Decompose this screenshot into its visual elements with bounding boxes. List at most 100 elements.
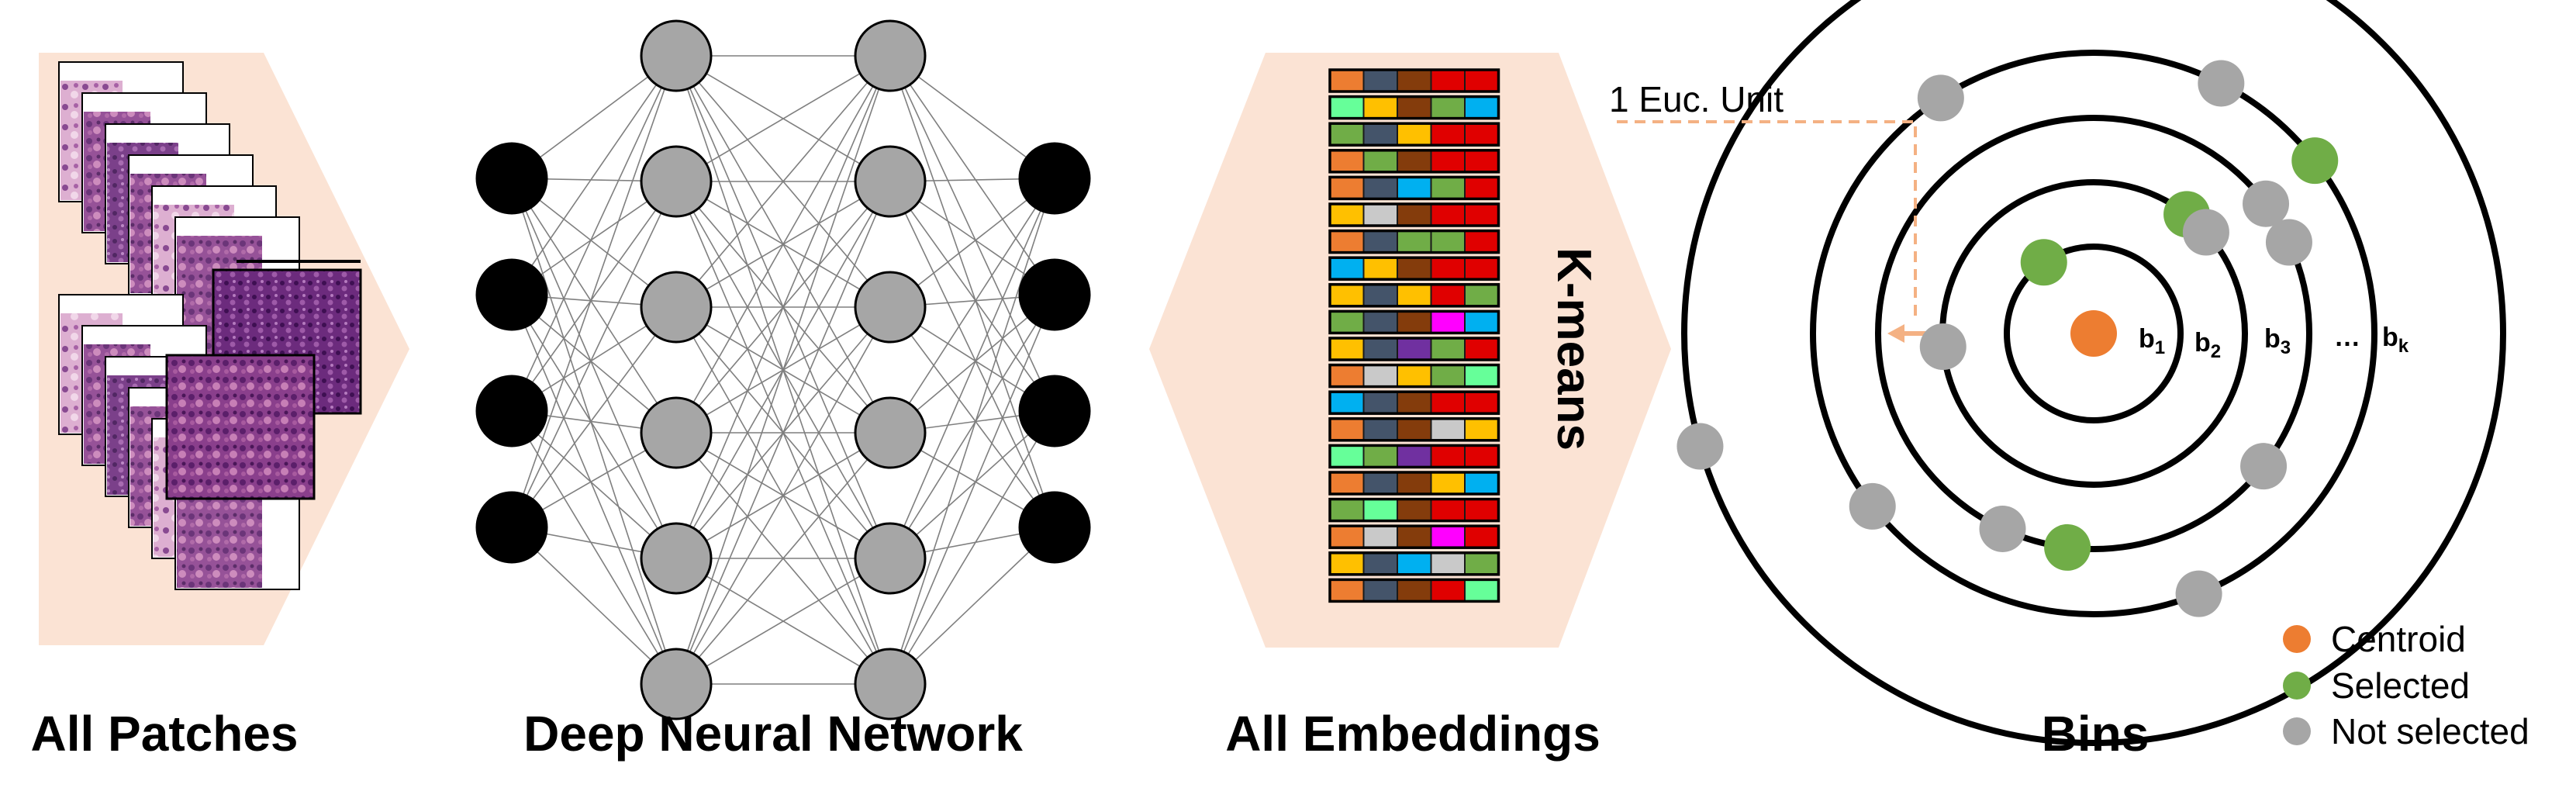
network-node	[854, 271, 927, 344]
embedding-cell	[1397, 337, 1432, 361]
network-edge	[511, 178, 677, 434]
embedding-row	[1328, 444, 1500, 469]
embedding-cell	[1464, 337, 1500, 361]
network-node	[640, 396, 713, 469]
not-selected-point	[2175, 570, 2222, 617]
embedding-cell	[1430, 203, 1466, 226]
network-edge	[889, 55, 1055, 528]
embedding-cell	[1430, 123, 1466, 147]
network-edge	[511, 178, 677, 559]
legend: Centroid Selected Not selected	[2283, 619, 2529, 751]
embedding-cell	[1329, 417, 1365, 441]
bin-label-3: b3	[2264, 324, 2291, 358]
embedding-cell	[1397, 69, 1432, 92]
embedding-cell	[1397, 525, 1432, 549]
embedding-row	[1328, 122, 1500, 147]
not-selected-point	[1849, 482, 1896, 530]
network-edge	[675, 558, 891, 685]
not-selected-point	[1979, 505, 2026, 552]
bin-label-k: bk	[2382, 323, 2409, 357]
embedding-cell	[1329, 364, 1365, 388]
embedding-cell	[1329, 230, 1365, 254]
network-edge	[889, 306, 1055, 528]
bin-label-ellipsis: …	[2334, 323, 2360, 352]
network-node	[1018, 491, 1091, 564]
legend-not-selected-label: Not selected	[2331, 711, 2529, 751]
network-node	[475, 375, 548, 447]
network-edge	[889, 527, 1055, 685]
embedding-cell	[1464, 149, 1500, 173]
embedding-cell	[1329, 551, 1365, 575]
network-edge	[889, 181, 1055, 412]
embedding-cell	[1430, 364, 1466, 388]
embedding-cell	[1329, 337, 1365, 361]
bin-ring	[2004, 244, 2184, 423]
legend-not-selected-marker	[2283, 717, 2311, 745]
embedding-row	[1328, 471, 1500, 496]
embedding-cell	[1362, 203, 1398, 226]
network-edge	[511, 294, 677, 685]
embedding-cell	[1362, 176, 1398, 200]
embedding-cell	[1464, 498, 1500, 522]
network-edge	[889, 181, 1055, 528]
embedding-cell	[1397, 417, 1432, 441]
euc-dashed-leader	[1617, 120, 1917, 320]
network-edge	[675, 432, 891, 685]
network-edge	[511, 55, 677, 412]
network-node	[854, 145, 927, 218]
embedding-cell	[1464, 579, 1500, 603]
embedding-row	[1328, 390, 1500, 415]
not-selected-point	[2265, 219, 2312, 266]
embedding-cell	[1329, 149, 1365, 173]
euc-arrowhead-left	[1887, 324, 1904, 343]
embedding-cell	[1430, 444, 1466, 468]
embedding-cell	[1464, 391, 1500, 415]
network-node	[1018, 375, 1091, 447]
embedding-cell	[1397, 95, 1432, 119]
embedding-cell	[1362, 257, 1398, 281]
network-node	[854, 648, 927, 720]
embedding-cell	[1362, 472, 1398, 495]
embedding-cell	[1362, 337, 1398, 361]
embedding-cell	[1329, 69, 1365, 92]
embedding-cell	[1464, 364, 1500, 388]
embedding-cell	[1362, 364, 1398, 388]
embedding-row	[1328, 337, 1500, 361]
embedding-cell	[1397, 203, 1432, 226]
embedding-cell	[1464, 310, 1500, 334]
network-edge	[889, 410, 1055, 559]
embedding-row	[1328, 524, 1500, 549]
network-edge	[675, 55, 891, 434]
network-node	[854, 19, 927, 92]
bin-points	[1676, 60, 2339, 617]
embedding-cell	[1362, 498, 1398, 522]
network-node	[475, 258, 548, 331]
patch-stack-top	[58, 61, 362, 415]
patches-section: All Patches	[30, 53, 409, 762]
embedding-cell	[1430, 149, 1466, 173]
embedding-cell	[1430, 525, 1466, 549]
embedding-cell	[1329, 176, 1365, 200]
embedding-cell	[1329, 257, 1365, 281]
embedding-cell	[1329, 123, 1365, 147]
embedding-cell	[1329, 203, 1365, 226]
embedding-row	[1328, 497, 1500, 523]
legend-selected-marker	[2283, 672, 2311, 700]
embedding-cell	[1464, 123, 1500, 147]
embedding-cell	[1430, 498, 1466, 522]
embedding-cell	[1464, 69, 1500, 92]
embedding-cell	[1397, 579, 1432, 603]
embedding-cell	[1464, 551, 1500, 575]
network-edge	[889, 178, 1055, 434]
centroid-point	[2070, 310, 2117, 357]
embedding-row	[1328, 256, 1500, 281]
network-nodes	[475, 19, 1091, 720]
embedding-cell	[1430, 176, 1466, 200]
embedding-cell	[1362, 283, 1398, 307]
embedding-row	[1328, 363, 1500, 389]
embedding-row	[1328, 578, 1500, 603]
patch-stack-bottom	[58, 294, 316, 590]
embedding-row	[1328, 417, 1500, 442]
embedding-cell	[1397, 283, 1432, 307]
embedding-grid	[1328, 68, 1500, 603]
